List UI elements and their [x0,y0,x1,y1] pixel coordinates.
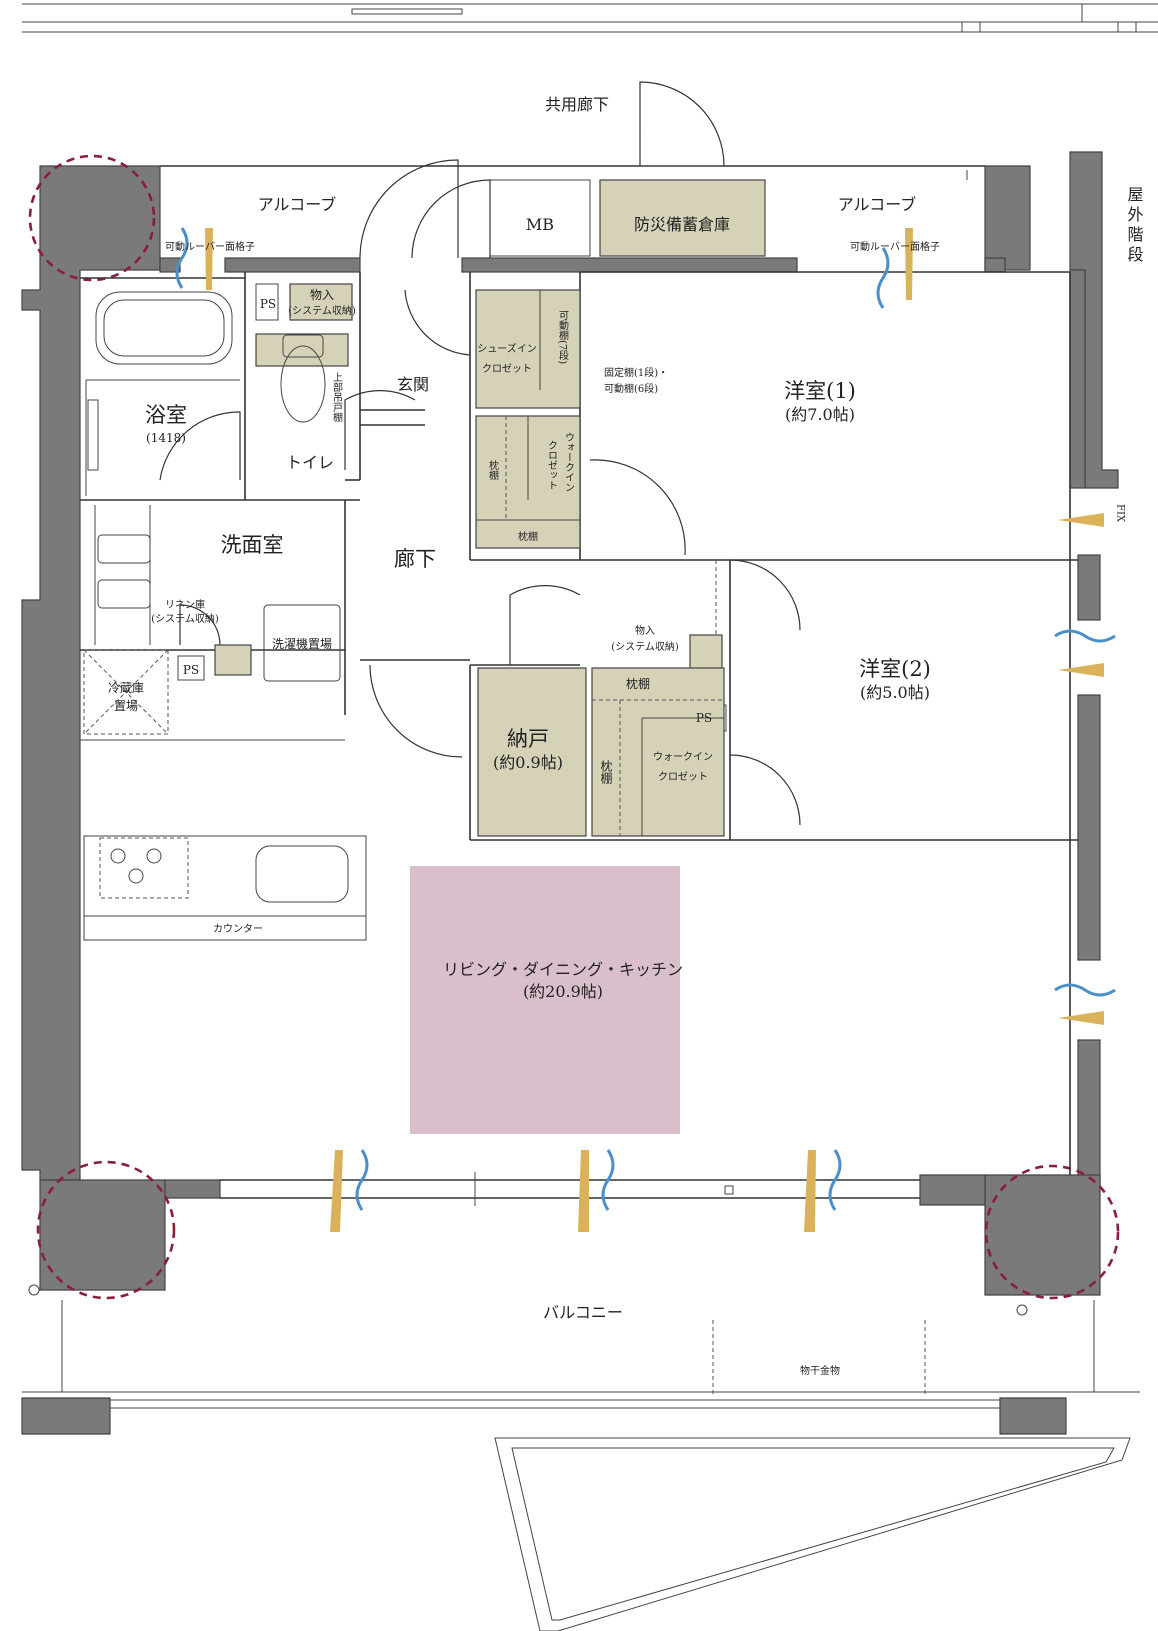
label-shoe-closet-2: クロゼット [482,363,532,375]
label-ldk-size: (約20.9帖) [523,982,603,1001]
label-pillow-shelf-1: 枕棚 [487,459,499,481]
label-alcove-right: アルコーブ [838,195,917,214]
exterior-walls [21,151,1119,1296]
label-balcony: バルコニー [543,1303,623,1322]
label-ps-wash: PS [183,663,199,677]
wind-waves [175,227,1116,1211]
label-wic-2b: クロゼット [658,771,708,783]
label-common-corridor: 共用廊下 [545,95,609,114]
label-mb: MB [526,215,554,234]
label-pillow-shelf-2: 枕棚 [518,530,538,543]
balcony [21,1284,1140,1631]
corner-markers [28,154,1120,1300]
ldk-highlight [410,866,680,1134]
label-ps-toilet: PS [260,297,276,311]
label-louver-right: 可動ルーバー面格子 [850,240,940,253]
label-pillow-shelf-3: 枕棚 [626,676,650,691]
label-linen-1: リネン庫 [165,598,205,611]
label-fix: FIX [1115,504,1126,523]
label-storage2: 物入 [635,624,655,637]
interior-walls [80,271,1078,1175]
label-shoe-closet-1: シューズイン [477,342,537,355]
label-louver-left: 可動ルーバー面格子 [165,240,255,253]
label-entrance: 玄関 [397,375,429,394]
label-counter: カウンター [213,923,263,935]
kitchen [83,835,367,941]
hallway-doors [369,559,801,826]
label-hallway: 廊下 [394,547,436,571]
label-nando-size: (約0.9帖) [493,753,563,772]
label-drying-rack: 物干金物 [800,1364,840,1377]
label-linen-2: (システム収納) [151,612,219,625]
ventilation-arrows [205,228,1104,1232]
labels: 共用廊下 アルコーブ アルコーブ 可動ルーバー面格子 可動ルーバー面格子 MB … [108,95,1144,1377]
label-bath-size: (1418) [146,431,186,445]
label-storage-toilet: 物入 [310,288,334,302]
label-outdoor-stairs: 屋外階段 [1125,186,1144,266]
label-fridge-1: 冷蔵庫 [108,681,144,695]
washroom [94,505,341,682]
label-bath: 浴室 [145,403,187,427]
label-room1-size: (約7.0帖) [785,405,855,424]
fridge-space [80,649,345,741]
toilet-room [255,283,416,470]
label-movable-shelf-6: 可動棚(6段) [604,382,658,395]
label-pillow-shelf-4: 枕棚 [599,759,613,785]
label-wic-2a: ウォークイン [653,751,713,763]
label-nando: 納戸 [507,727,549,751]
label-ldk: リビング・ダイニング・キッチン [443,960,683,979]
label-ps-room2: PS [696,711,712,725]
label-wic-1a: ウォークイン [563,432,575,492]
label-toilet: トイレ [286,453,334,472]
label-fixed-shelf: 固定棚(1段)・ [604,366,668,379]
label-wic-1b: クロゼット [546,440,558,490]
nando-and-closets [477,667,725,837]
entrance-closet [404,289,686,556]
label-room2-size: (約5.0帖) [860,683,930,702]
label-disaster-storage: 防災備蓄倉庫 [634,215,730,234]
label-fridge-2: 置場 [114,699,138,713]
label-movable-shelf-7: 可動棚(7段) [557,310,569,364]
label-storage2-sub: (システム収納) [611,640,679,653]
label-upper-shelf: 上部吊戸棚 [331,372,343,423]
bathroom [85,291,241,496]
label-washroom: 洗面室 [221,533,284,557]
label-alcove-left: アルコーブ [258,195,337,214]
alcove-area [160,81,985,259]
label-storage-toilet-sub: (システム収納) [288,304,356,317]
label-room2: 洋室(2) [859,657,931,681]
label-washing-machine: 洗濯機置場 [272,636,332,651]
label-room1: 洋室(1) [784,379,856,403]
top-edge [22,3,1158,33]
